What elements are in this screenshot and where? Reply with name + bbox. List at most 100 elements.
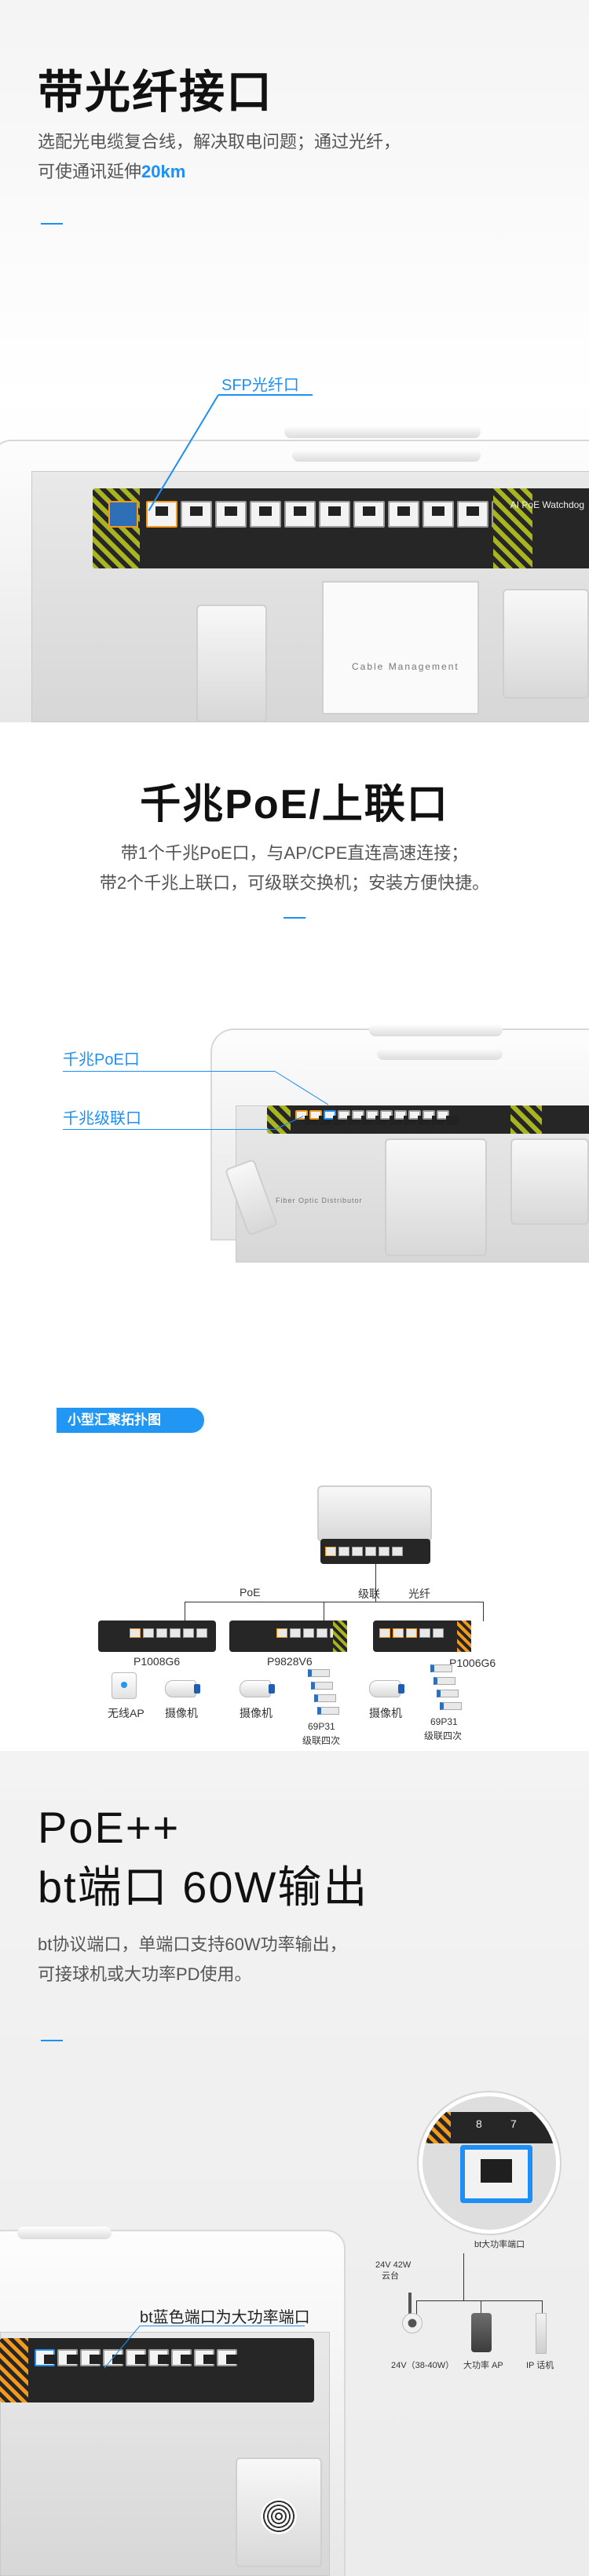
topology-cabinet-switch xyxy=(320,1539,430,1564)
cabinet-latch xyxy=(196,605,267,722)
cascade-device-icon xyxy=(308,1669,330,1677)
ip-phone-label: IP 话机 xyxy=(526,2361,554,2370)
camera-icon xyxy=(369,1680,404,1697)
cascade-device-icon xyxy=(437,1690,459,1697)
cascade-link-label: 级联 xyxy=(358,1588,380,1600)
rj45-port xyxy=(217,2349,239,2366)
poe-switch: AI PoE Watchdog xyxy=(93,488,589,568)
dome-camera-icon xyxy=(402,2313,423,2333)
fan-box xyxy=(236,2457,322,2567)
model-label: P1006G6 xyxy=(449,1657,496,1669)
poe-link-label: PoE xyxy=(240,1586,261,1599)
callout-line xyxy=(218,394,313,396)
camera-label: 摄像机 xyxy=(369,1707,402,1719)
tray-label: Cable Management xyxy=(352,661,459,672)
rj45-port xyxy=(408,1110,430,1125)
rj45-port xyxy=(457,501,488,528)
port-number: 7 xyxy=(510,2117,517,2130)
gigabit-poe-port xyxy=(324,1110,346,1125)
poe-switch xyxy=(267,1105,589,1134)
switch-hatch-left xyxy=(0,2338,28,2402)
cable-tray xyxy=(385,1138,487,1256)
rj45-port xyxy=(284,501,316,528)
rj45-port xyxy=(423,501,454,528)
mini-ports xyxy=(130,1628,207,1638)
callout-line xyxy=(63,1129,275,1130)
switch-p1006g6 xyxy=(373,1621,471,1652)
rj45-port xyxy=(57,2349,79,2366)
mini-ports xyxy=(276,1628,341,1638)
distributor-label: Fiber Optic Distributor xyxy=(276,1197,363,1204)
accent-bar xyxy=(284,917,305,919)
cascade-device-icon xyxy=(430,1664,452,1672)
section-title: 千兆PoE/上联口 xyxy=(140,782,449,828)
power-label: 24V 42W xyxy=(375,2260,412,2270)
rj45-port xyxy=(353,501,385,528)
callout-line xyxy=(63,1071,275,1072)
port-row xyxy=(295,1110,459,1125)
section-description: 选配光电缆复合线，解决取电问题；通过光纤， 可使通讯延伸20km xyxy=(38,127,401,187)
zoom-hatch xyxy=(423,2112,451,2143)
topology-link xyxy=(375,1564,376,1602)
rj45-port xyxy=(80,2349,102,2366)
title-line-2: bt端口 60W输出 xyxy=(38,1862,369,1912)
ap-label: 无线AP xyxy=(108,1707,145,1719)
cascade-count-label: 级联四次 xyxy=(302,1735,341,1746)
diagram-link xyxy=(542,2300,543,2313)
section-title: 带光纤接口 xyxy=(38,67,274,118)
camera-icon xyxy=(165,1680,200,1697)
rj45-port xyxy=(126,2349,148,2366)
switch-strip xyxy=(457,1621,471,1652)
cabinet-vent xyxy=(17,2227,112,2239)
switch-p9828v6 xyxy=(229,1621,347,1652)
switch-hatch-right xyxy=(510,1105,542,1134)
section-description: bt协议端口，单端口支持60W功率输出， 可接球机或大功率PD使用。 xyxy=(38,1930,347,1990)
accent-bar xyxy=(41,2040,63,2041)
rj45-port xyxy=(394,1110,416,1125)
cascade-device-icon xyxy=(440,1702,462,1710)
rj45-port xyxy=(352,1110,374,1125)
bt-port-zoom: 8 7 xyxy=(419,2092,560,2234)
topology-tag: 小型汇聚拓扑图 xyxy=(57,1408,204,1433)
rj45-port xyxy=(388,501,419,528)
dome-power-label: 24V（38-40W） xyxy=(391,2361,455,2370)
switch-brand: AI PoE Watchdog xyxy=(510,499,584,510)
uplink-callout-label: 千兆级联口 xyxy=(63,1110,141,1127)
desc-line-2: 可接球机或大功率PD使用。 xyxy=(38,1964,252,1984)
rj45-port xyxy=(194,2349,216,2366)
rj45-port xyxy=(250,501,281,528)
bt-port xyxy=(35,2349,57,2366)
camera-label: 摄像机 xyxy=(240,1707,273,1719)
topology-link xyxy=(483,1602,484,1621)
port-row xyxy=(35,2349,239,2366)
switch-p1008g6 xyxy=(98,1621,216,1652)
cabinet-vent xyxy=(292,449,481,462)
bt-port-icon xyxy=(460,2145,532,2203)
desc-line-1: 选配光电缆复合线，解决取电问题；通过光纤， xyxy=(38,132,401,152)
high-power-ap-icon xyxy=(471,2313,492,2352)
diagram-link xyxy=(463,2253,464,2300)
switch-strip xyxy=(333,1621,347,1652)
uplink-port xyxy=(309,1110,331,1125)
cascade-device-icon xyxy=(434,1677,455,1685)
rj45-port xyxy=(437,1110,459,1125)
poe-bt-section: PoE++ bt端口 60W输出 bt协议端口，单端口支持60W功率输出， 可接… xyxy=(0,1751,589,2576)
cascade-count-label: 级联四次 xyxy=(424,1730,463,1741)
rj45-port xyxy=(181,501,212,528)
fan-icon xyxy=(261,2498,297,2534)
switch-hatch-right xyxy=(493,488,532,568)
camera-label: 摄像机 xyxy=(165,1707,198,1719)
desc-line-1: bt协议端口，单端口支持60W功率输出， xyxy=(38,1935,347,1954)
desc-line-2-text: 可使通讯延伸 xyxy=(38,162,142,181)
diagram-link xyxy=(416,2300,417,2315)
cable-tray: Cable Management xyxy=(322,581,479,714)
dome-mount xyxy=(408,2293,412,2316)
cascade-device-icon xyxy=(317,1707,339,1715)
sfp-callout-label: SFP光纤口 xyxy=(221,377,299,394)
diagram-bus xyxy=(416,2300,542,2301)
power-box xyxy=(510,1138,589,1225)
desc-line-2: 带2个千兆上联口，可级联交换机；安装方便快捷。 xyxy=(99,873,490,893)
rj45-port xyxy=(338,1110,360,1125)
rj45-port xyxy=(380,1110,402,1125)
rj45-port xyxy=(215,501,247,528)
